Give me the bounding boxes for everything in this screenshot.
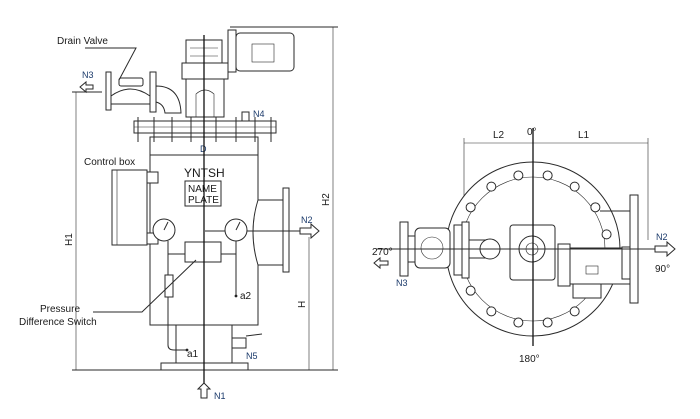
bolt-hole	[542, 170, 553, 181]
bolt-hole	[465, 285, 476, 296]
n2-label: N2	[301, 215, 313, 225]
h1-dim-label: H1	[64, 233, 75, 246]
bolt-hole	[569, 181, 580, 192]
angle-0-label: 0°	[527, 127, 537, 138]
pressure-switch-label-1: Pressure	[40, 304, 80, 315]
bolt-hole	[486, 306, 497, 317]
bolt-hole	[465, 202, 476, 213]
motor-top	[569, 247, 631, 285]
bolt-hole	[590, 202, 601, 213]
name-plate-line1: NAME	[188, 184, 217, 195]
control-box	[111, 169, 148, 246]
arrow-left-icon	[79, 80, 94, 94]
pressure-switch-label-2: Difference Switch	[19, 317, 97, 328]
angle-270-label: 270°	[372, 247, 393, 258]
arrow-up-icon	[196, 382, 212, 399]
arrow-right-icon	[654, 240, 676, 258]
top-view: 0° L2 L1 180° 270° N3 N2 90°	[372, 127, 676, 365]
bolt-hole	[513, 317, 524, 328]
n5-label: N5	[246, 351, 258, 361]
name-plate	[184, 180, 222, 207]
h2-dim-label: H2	[321, 193, 332, 206]
n2-top-label: N2	[656, 232, 668, 242]
arrow-left-icon	[373, 256, 389, 270]
n4-label: N4	[253, 109, 265, 119]
arrow-right-icon	[299, 222, 320, 240]
angle-180-label: 180°	[519, 354, 540, 365]
bolt-hole	[542, 317, 553, 328]
l2-dim-label: L2	[493, 130, 505, 141]
bolt-hole	[601, 229, 612, 240]
drain-valve-label: Drain Valve	[57, 36, 108, 47]
bolt-hole	[513, 170, 524, 181]
pressure-difference-switch	[184, 241, 222, 263]
drain-valve-top	[414, 227, 451, 269]
n5-valve	[231, 337, 247, 349]
bolt-hole	[569, 306, 580, 317]
bolt-hole	[486, 181, 497, 192]
a1-label: a1	[187, 349, 199, 360]
n1-label: N1	[214, 391, 226, 401]
a2-label: a2	[240, 291, 252, 302]
angle-90-label: 90°	[655, 264, 670, 275]
h-dim-label: H	[297, 301, 308, 308]
l1-dim-label: L1	[578, 130, 590, 141]
motor	[235, 32, 295, 72]
n3-top-label: N3	[396, 278, 408, 288]
n3-label: N3	[82, 70, 94, 80]
front-view: Drain Valve N3 N4 D YNTSH NAME PLATE Con…	[19, 26, 338, 401]
control-box-label: Control box	[84, 157, 135, 168]
drain-valve	[118, 77, 144, 87]
